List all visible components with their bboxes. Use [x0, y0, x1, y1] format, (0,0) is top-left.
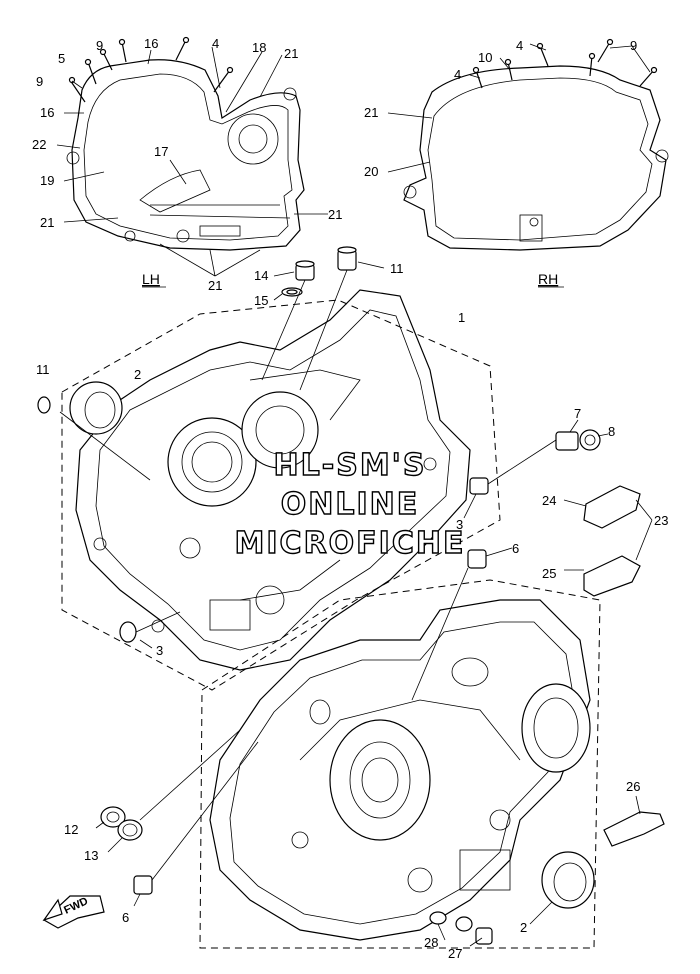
watermark-line-2: ONLINE [281, 487, 420, 522]
callout-18: 18 [252, 40, 266, 55]
callout-11-a: 11 [390, 261, 404, 276]
callout-16-b: 16 [40, 105, 54, 120]
callout-2-b: 2 [520, 920, 527, 935]
callout-5: 5 [58, 51, 65, 66]
callout-27: 27 [448, 946, 462, 961]
callout-4-c: 4 [454, 67, 461, 82]
callout-21-e: 21 [364, 105, 378, 120]
callout-26: 26 [626, 779, 640, 794]
callout-19: 19 [40, 173, 54, 188]
callout-21-d: 21 [208, 278, 222, 293]
callout-10: 10 [478, 50, 492, 65]
callout-13: 13 [84, 848, 98, 863]
callout-9-a: 9 [96, 38, 103, 53]
callout-labels: 9 16 4 18 21 5 9 16 22 17 19 21 21 21 4 … [32, 36, 668, 961]
callout-21-a: 21 [284, 46, 298, 61]
callout-6-a: 6 [512, 541, 519, 556]
callout-24: 24 [542, 493, 556, 508]
callout-20: 20 [364, 164, 378, 179]
callout-25: 25 [542, 566, 556, 581]
rh-view-label: RH [538, 271, 558, 287]
lh-gasket-view [56, 36, 328, 277]
callout-23: 23 [654, 513, 668, 528]
callout-1: 1 [458, 310, 465, 325]
watermark: HL-SM'S ONLINE MICROFICHE [234, 447, 466, 561]
left-lower-parts [95, 729, 259, 907]
lower-crankcase [199, 579, 601, 949]
callout-9-b: 9 [36, 74, 43, 89]
callout-6-b: 6 [122, 910, 129, 925]
right-side-parts [411, 419, 653, 701]
callout-28: 28 [424, 935, 438, 950]
callout-3-b: 3 [156, 643, 163, 658]
callout-3-a: 3 [456, 517, 463, 532]
callout-11-b: 11 [36, 362, 50, 377]
callout-21-b: 21 [328, 207, 342, 222]
rh-gasket-view [387, 38, 669, 251]
callout-12: 12 [64, 822, 78, 837]
fwd-arrow-icon [42, 895, 105, 929]
bracket-26 [603, 795, 665, 847]
callout-4-b: 4 [516, 38, 523, 53]
callout-15: 15 [254, 293, 268, 308]
callout-17: 17 [154, 144, 168, 159]
upper-crankcase [37, 289, 501, 691]
callout-4-a: 4 [212, 36, 219, 51]
watermark-line-1: HL-SM'S [274, 448, 427, 483]
small-parts-upper [261, 246, 385, 391]
callout-14: 14 [254, 268, 268, 283]
lh-view-label: LH [142, 271, 160, 287]
callout-9-c: 9 [630, 38, 637, 53]
callout-8: 8 [608, 424, 615, 439]
callout-22: 22 [32, 137, 46, 152]
callout-2-a: 2 [134, 367, 141, 382]
watermark-line-3: MICROFICHE [235, 526, 466, 561]
callout-7: 7 [574, 406, 581, 421]
callout-21-c: 21 [40, 215, 54, 230]
callout-16-a: 16 [144, 36, 158, 51]
